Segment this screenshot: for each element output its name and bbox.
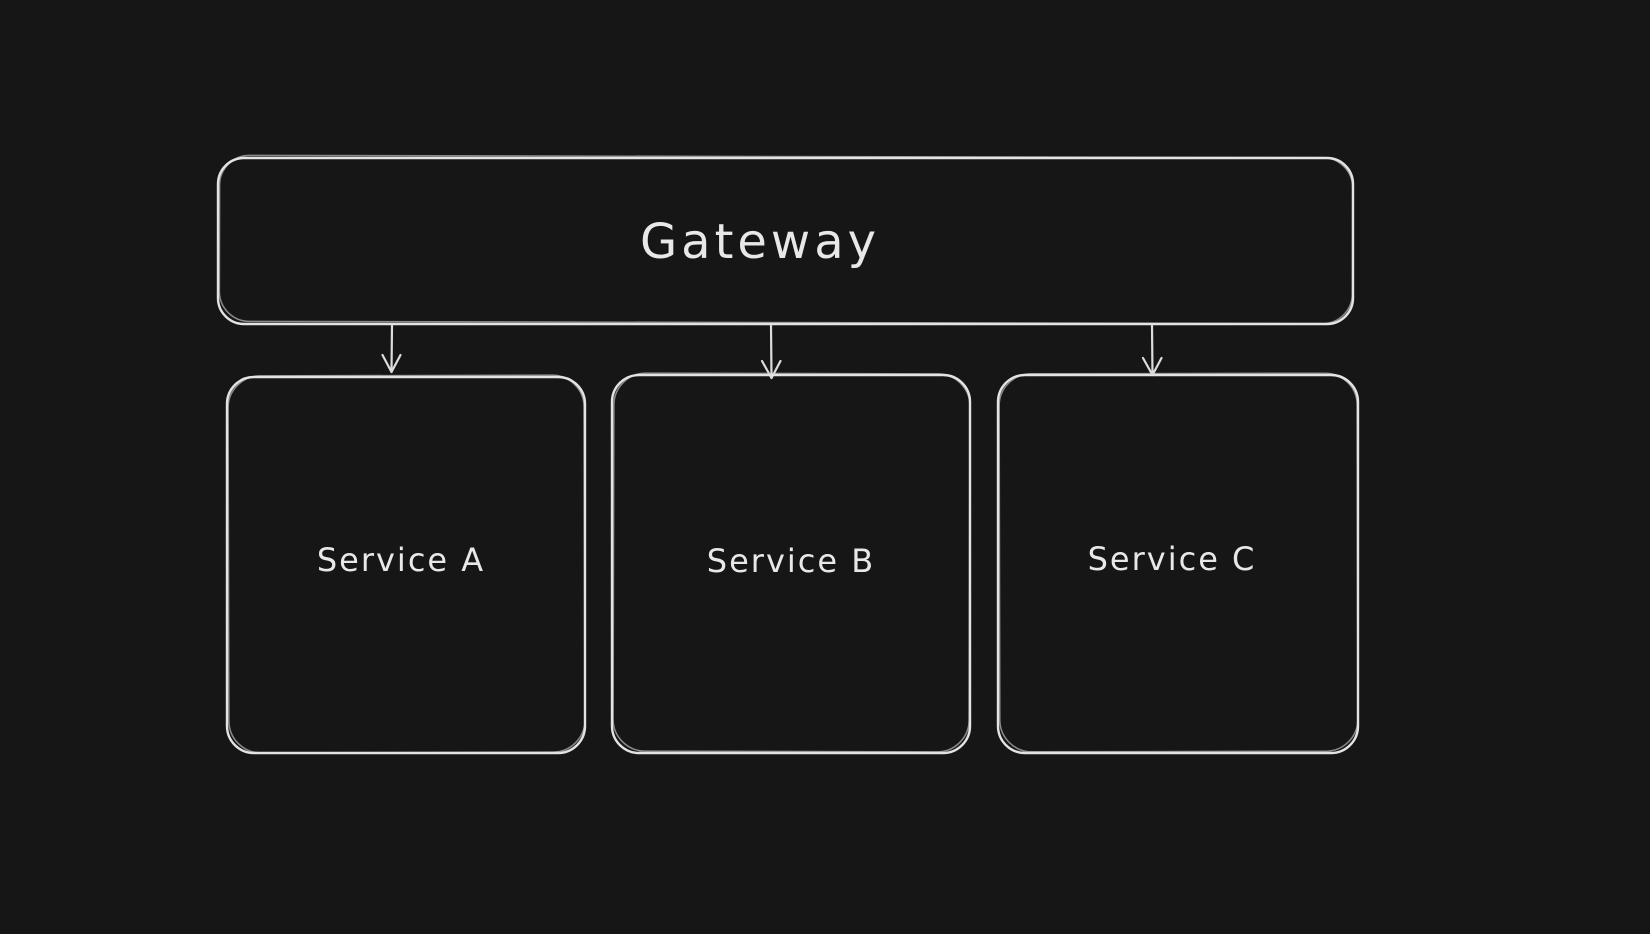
gateway-box-outline [216,156,1355,326]
arrow-shaft [1150,323,1154,377]
arrow-shaft [769,323,773,380]
node-service-b[interactable]: Service B [610,372,972,755]
service-a-box-outline [225,375,587,755]
arrow-gateway-to-service-b[interactable] [760,323,782,380]
node-service-c[interactable]: Service C [996,372,1360,755]
node-service-a[interactable]: Service A [225,374,587,755]
service-b-box-outline [610,373,972,755]
arrow-head [381,353,402,374]
arrow-head [760,359,782,380]
service-c-box-outline [996,373,1360,755]
arrow-gateway-to-service-a[interactable] [381,323,402,374]
service-a-label: Service A [317,541,485,579]
service-b-label: Service B [707,542,875,580]
gateway-label: Gateway [640,214,880,270]
arrow-gateway-to-service-c[interactable] [1141,323,1163,377]
node-gateway[interactable]: Gateway [216,154,1355,326]
arrow-shaft [390,323,394,374]
service-c-label: Service C [1088,540,1257,578]
